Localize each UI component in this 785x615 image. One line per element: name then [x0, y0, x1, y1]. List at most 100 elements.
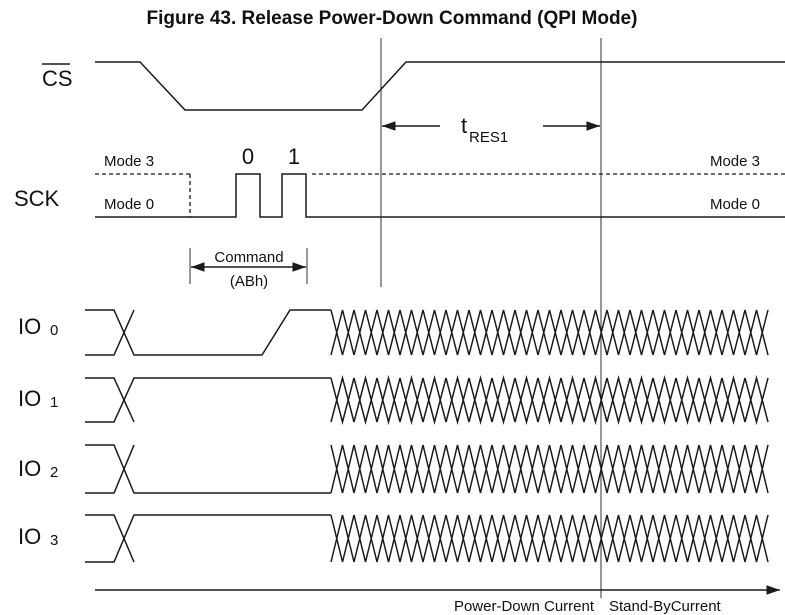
bus-crossing — [399, 444, 424, 494]
bus-crossing — [744, 375, 769, 423]
bus-crossing — [537, 309, 562, 356]
bus-crossing — [583, 309, 608, 356]
bus-crossing — [652, 514, 677, 563]
bus-crossing — [445, 309, 470, 356]
bus-crossing — [445, 444, 470, 494]
io1-bus — [330, 375, 769, 425]
bus-crossing — [537, 514, 562, 563]
bus-crossing — [491, 375, 516, 423]
bus-crossing — [652, 377, 677, 425]
sck-mode3-right: Mode 3 — [710, 153, 760, 170]
bus-crossing — [675, 309, 700, 356]
bus-crossing — [353, 309, 378, 356]
bus-crossing — [353, 514, 378, 563]
bus-crossing — [422, 444, 447, 494]
bus-crossing — [468, 444, 493, 494]
bus-crossing — [468, 309, 493, 356]
bus-crossing — [445, 514, 470, 563]
bus-crossing — [330, 309, 355, 356]
command-label: Command — [214, 249, 283, 266]
bus-crossing — [468, 377, 493, 425]
bus-crossing — [376, 377, 401, 425]
bus-crossing — [629, 444, 654, 494]
bus-crossing — [744, 514, 769, 563]
bus-crossing — [698, 444, 723, 494]
sck-bit-0-label: 0 — [242, 144, 254, 169]
bus-crossing — [537, 444, 562, 494]
bus-crossing — [652, 444, 677, 494]
bus-crossing — [330, 377, 355, 425]
sck-mode0-left: Mode 0 — [104, 196, 154, 213]
io3-label: IO — [18, 524, 41, 549]
bus-crossing — [652, 375, 677, 423]
sck-mode3-left: Mode 3 — [104, 153, 154, 170]
sck-label: SCK — [14, 186, 60, 211]
bus-crossing — [422, 309, 447, 356]
bus-crossing — [353, 375, 378, 423]
sck-mode0-right: Mode 0 — [710, 196, 760, 213]
tres1-subscript: RES1 — [469, 129, 508, 146]
bus-crossing — [422, 514, 447, 563]
bus-crossing — [514, 375, 539, 423]
bus-crossing — [560, 514, 585, 563]
bus-crossing — [629, 375, 654, 423]
bus-crossing — [445, 444, 470, 494]
bus-crossing — [330, 444, 355, 494]
bus-crossing — [422, 444, 447, 494]
bus-crossing — [583, 444, 608, 494]
tres1-label: t — [461, 113, 467, 138]
bus-crossing — [560, 514, 585, 563]
bus-crossing — [468, 375, 493, 423]
bus-crossing — [698, 514, 723, 563]
bus-crossing — [675, 514, 700, 563]
bus-crossing — [330, 514, 355, 563]
bus-crossing — [399, 309, 424, 356]
bus-crossing — [698, 444, 723, 494]
bus-crossing — [330, 375, 355, 423]
bus-crossing — [445, 514, 470, 563]
bus-crossing — [422, 375, 447, 423]
bus-crossing — [422, 514, 447, 563]
bus-crossing — [721, 309, 746, 356]
bus-crossing — [629, 514, 654, 563]
bus-crossing — [721, 377, 746, 425]
bus-crossing — [606, 309, 631, 356]
bus-crossing — [514, 444, 539, 494]
bus-crossing — [698, 375, 723, 423]
bus-crossing — [583, 444, 608, 494]
bus-crossing — [629, 377, 654, 425]
bus-crossing — [537, 375, 562, 423]
io0-label: IO — [18, 314, 41, 339]
bus-crossing — [606, 377, 631, 425]
bus-crossing — [399, 309, 424, 356]
bus-crossing — [491, 377, 516, 425]
bus-crossing — [399, 514, 424, 563]
bus-crossing — [514, 377, 539, 425]
bus-crossing — [445, 377, 470, 425]
bus-crossing — [744, 309, 769, 356]
io3-waveform — [85, 514, 331, 563]
bus-crossing — [652, 444, 677, 494]
io2-bus — [330, 444, 769, 494]
bus-crossing — [353, 377, 378, 425]
bus-crossing — [560, 309, 585, 356]
bus-crossing — [376, 309, 401, 356]
bus-crossing — [698, 309, 723, 356]
bus-crossing — [491, 444, 516, 494]
cs-label: CS — [42, 66, 73, 91]
standby-current-label: Stand-ByCurrent — [609, 598, 722, 615]
bus-crossing — [675, 444, 700, 494]
bus-crossing — [399, 377, 424, 425]
bus-crossing — [744, 444, 769, 494]
bus-crossing — [744, 309, 769, 356]
bus-crossing — [652, 309, 677, 356]
bus-crossing — [376, 514, 401, 563]
bus-crossing — [675, 309, 700, 356]
bus-crossing — [652, 514, 677, 563]
bus-crossing — [445, 309, 470, 356]
io2-subscript: 2 — [50, 464, 58, 481]
io0-waveform — [85, 309, 331, 356]
bus-crossing — [583, 377, 608, 425]
bus-crossing — [376, 514, 401, 563]
